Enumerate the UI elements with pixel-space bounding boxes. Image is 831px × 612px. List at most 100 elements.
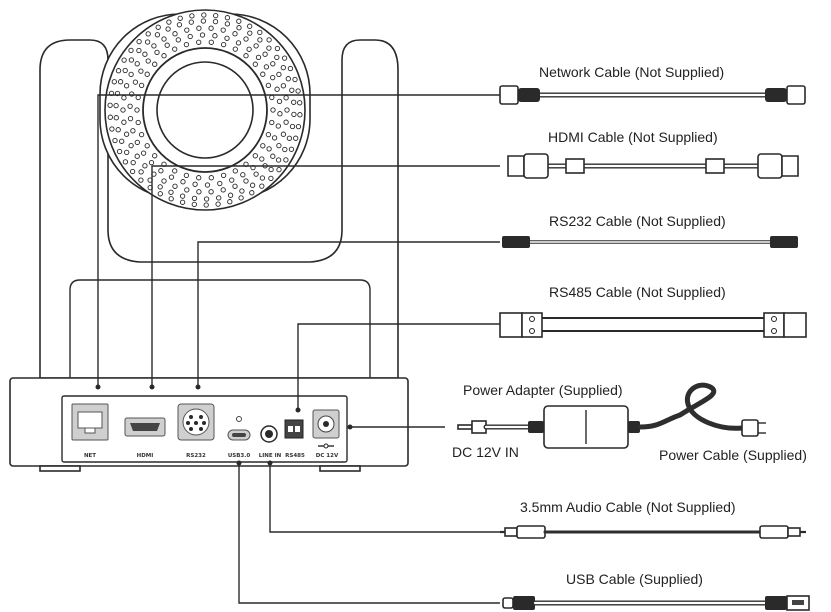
grille-hole	[249, 182, 256, 188]
grille-hole	[138, 177, 144, 183]
grille-hole	[274, 54, 280, 61]
grille-hole	[115, 127, 121, 133]
grille-hole	[229, 177, 235, 183]
grille-hole	[116, 148, 123, 155]
grille-hole	[165, 26, 171, 32]
grille-hole	[128, 142, 134, 149]
grille-hole	[164, 42, 170, 48]
grille-hole	[172, 31, 178, 37]
grille-hole	[295, 88, 301, 94]
network-cable-label: Network Cable (Not Supplied)	[539, 64, 724, 80]
usb-cable: USB Cable (Supplied)	[502, 571, 810, 611]
grille-hole	[196, 175, 202, 181]
grille-hole	[151, 43, 157, 49]
dc-port: DC 12V	[312, 409, 340, 459]
grille-hole	[275, 157, 282, 163]
grille-hole	[270, 74, 276, 81]
grille-hole	[136, 47, 142, 54]
grille-hole	[289, 123, 296, 130]
net-port: NET	[71, 403, 109, 459]
grille-hole	[107, 102, 113, 108]
grille-hole	[287, 65, 294, 72]
grille-hole	[208, 25, 214, 31]
grille-hole	[113, 102, 119, 109]
grille-hole	[130, 159, 136, 166]
grille-hole	[295, 123, 302, 130]
rs232-port: RS232	[177, 403, 215, 459]
grille-hole	[179, 193, 186, 199]
grille-hole	[236, 25, 242, 31]
line-in-port: LINE IN	[259, 425, 282, 459]
grille-hole	[255, 54, 262, 61]
grille-hole	[238, 195, 244, 201]
grille-hole	[220, 41, 227, 48]
network-leader	[97, 94, 500, 387]
connection-lines	[95, 94, 500, 604]
grille-hole	[134, 139, 140, 146]
lens	[156, 61, 254, 159]
grille-hole	[179, 199, 186, 205]
camera-yoke	[39, 39, 399, 379]
grille-hole	[134, 107, 140, 113]
grille-hole	[208, 189, 214, 195]
audio-cable-label: 3.5mm Audio Cable (Not Supplied)	[520, 499, 736, 515]
grille-hole	[268, 166, 274, 173]
grille-hole	[135, 94, 141, 101]
rs232-cable-label: RS232 Cable (Not Supplied)	[549, 213, 726, 229]
grille-hole	[249, 190, 255, 196]
grille-hole	[172, 183, 178, 189]
grille-hole	[224, 21, 231, 27]
grille-hole	[276, 142, 282, 149]
grille-hole	[175, 37, 181, 43]
grille-hole	[236, 18, 242, 24]
grille-hole	[293, 135, 299, 141]
grille-hole	[184, 187, 190, 193]
grille-hole	[145, 58, 151, 64]
grille-hole	[268, 175, 274, 182]
grille-hole	[122, 159, 129, 165]
grille-hole	[161, 178, 167, 184]
grille-hole	[109, 126, 115, 132]
grille-hole	[265, 131, 272, 138]
grille-hole	[257, 37, 263, 43]
grille-hole	[275, 123, 281, 129]
usb-leader	[238, 463, 500, 604]
grille-hole	[168, 174, 175, 180]
grille-hole	[187, 33, 193, 40]
grille-hole	[119, 138, 125, 144]
grille-hole	[217, 180, 223, 187]
grille-hole	[262, 51, 268, 57]
grille-hole	[144, 71, 150, 77]
grille-hole	[276, 71, 282, 78]
grille-hole	[172, 168, 178, 174]
grille-hole	[292, 76, 298, 83]
grille-hole	[135, 119, 141, 126]
grille-hole	[283, 119, 289, 125]
grille-hole	[138, 131, 145, 138]
usb-cable-label: USB Cable (Supplied)	[566, 571, 703, 587]
usb-port-label: USB3.0	[228, 453, 251, 459]
grille-hole	[270, 107, 276, 113]
grille-hole	[288, 146, 295, 152]
grille-hole	[220, 187, 226, 193]
grille-hole	[270, 61, 276, 67]
grille-hole	[232, 168, 238, 174]
grille-hole	[138, 68, 144, 74]
power-cable-label: Power Cable (Supplied)	[659, 447, 807, 463]
grille-hole	[297, 112, 303, 118]
grille-hole	[269, 119, 275, 126]
port-panel	[61, 395, 348, 463]
grille-hole	[266, 45, 272, 51]
grille-hole	[196, 189, 202, 195]
grille-hole	[213, 12, 219, 19]
power-adapter: Power Adapter (Supplied) DC 12V IN Power…	[452, 382, 807, 463]
grille-hole	[243, 36, 249, 42]
grille-hole	[121, 57, 127, 63]
usb-port: USB3.0	[227, 416, 251, 459]
grille-hole	[129, 168, 136, 175]
grille-hole	[276, 98, 283, 105]
grille-hole	[142, 51, 148, 57]
grille-hole	[252, 61, 258, 67]
grille-hole	[145, 31, 151, 37]
